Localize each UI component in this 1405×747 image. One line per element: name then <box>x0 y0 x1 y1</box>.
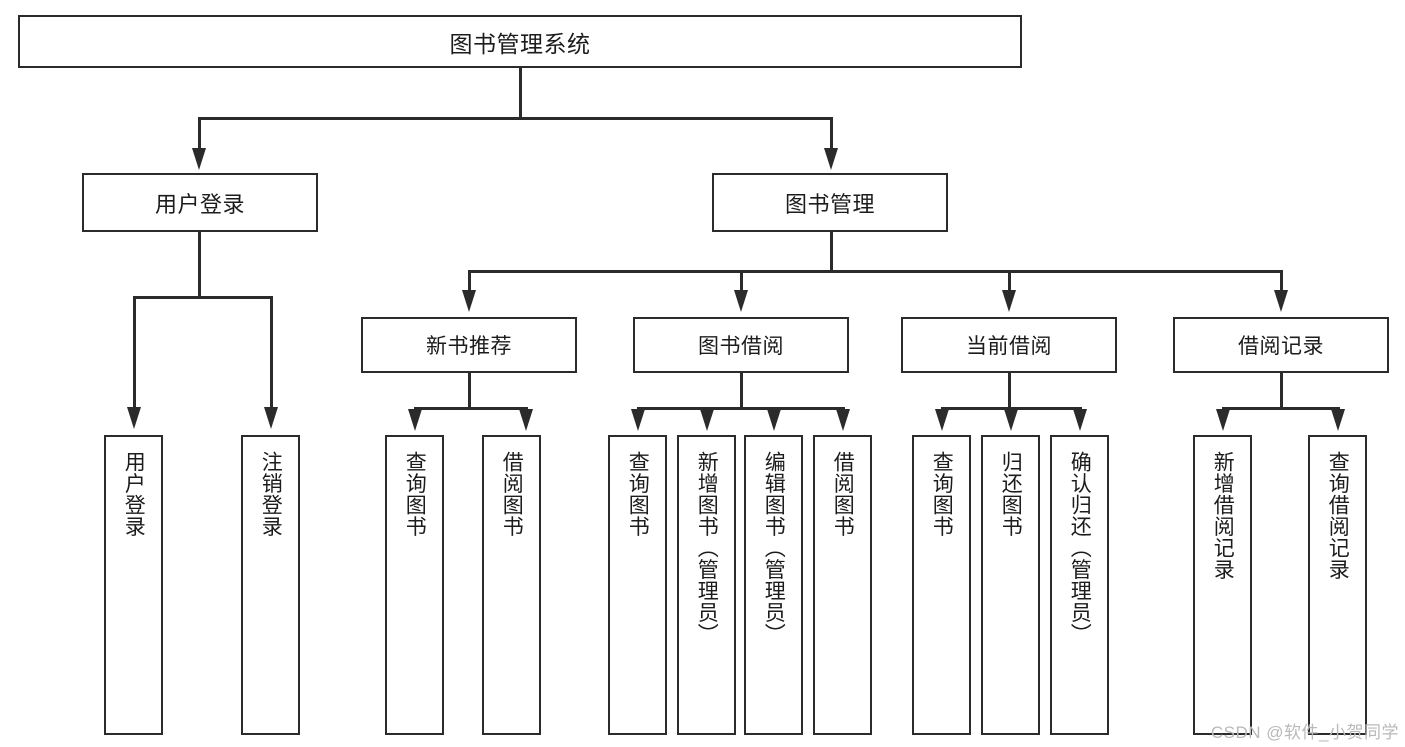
edge-new-book-bus <box>414 407 527 410</box>
arrow-book-borrow-to-leaf-4 <box>836 409 850 431</box>
arrow-book-borrow-to-leaf-3 <box>767 409 781 431</box>
arrow-book-mgmt-to-lvl2-3 <box>1002 290 1016 312</box>
node-current-borrow[interactable]: 当前借阅 <box>901 317 1117 373</box>
leaf-user-login[interactable]: 用户登录 <box>104 435 163 735</box>
arrow-new-book-to-leaf-2 <box>519 409 533 431</box>
edge-root-to-user-login <box>198 117 201 150</box>
arrow-user-login-to-leaf-1 <box>127 407 141 429</box>
leaf-return-book[interactable]: 归还图书 <box>981 435 1040 735</box>
edge-book-borrow-stem <box>740 373 743 409</box>
edge-current-borrow-stem <box>1008 373 1011 409</box>
edge-borrow-record-bus <box>1222 407 1339 410</box>
leaf-add-book-admin[interactable]: 新增图书（管理员） <box>677 435 736 735</box>
leaf-query-book-recommend[interactable]: 查询图书 <box>385 435 444 735</box>
arrow-current-borrow-to-leaf-2 <box>1004 409 1018 431</box>
arrow-borrow-record-to-leaf-2 <box>1331 409 1345 431</box>
leaf-logout-login[interactable]: 注销登录 <box>241 435 300 735</box>
leaf-query-borrow-record[interactable]: 查询借阅记录 <box>1308 435 1367 735</box>
edge-root-bus <box>198 117 832 120</box>
arrow-current-borrow-to-leaf-3 <box>1073 409 1087 431</box>
edge-root-stem <box>519 68 522 118</box>
arrow-new-book-to-leaf-1 <box>408 409 422 431</box>
csdn-watermark: CSDN @软件_小贺同学 <box>1210 723 1399 742</box>
arrow-book-borrow-to-leaf-1 <box>631 409 645 431</box>
arrow-current-borrow-to-leaf-1 <box>935 409 949 431</box>
arrow-root-to-user-login <box>192 148 206 170</box>
leaf-query-book-borrow[interactable]: 查询图书 <box>608 435 667 735</box>
edge-new-book-stem <box>468 373 471 409</box>
edge-book-borrow-bus <box>637 407 844 410</box>
leaf-confirm-return-admin[interactable]: 确认归还（管理员） <box>1050 435 1109 735</box>
edge-book-mgmt-to-lvl2-4 <box>1280 270 1283 292</box>
edge-user-login-to-leaf-2 <box>270 296 273 409</box>
edge-book-mgmt-stem <box>830 232 833 272</box>
edge-book-mgmt-to-lvl2-3 <box>1008 270 1011 292</box>
edge-user-login-to-leaf-1 <box>133 296 136 409</box>
edge-borrow-record-stem <box>1280 373 1283 409</box>
node-borrow-record[interactable]: 借阅记录 <box>1173 317 1389 373</box>
node-root-system[interactable]: 图书管理系统 <box>18 15 1022 68</box>
leaf-borrow-book-recommend[interactable]: 借阅图书 <box>482 435 541 735</box>
arrow-root-to-book-mgmt <box>824 148 838 170</box>
edge-book-mgmt-to-lvl2-2 <box>740 270 743 292</box>
leaf-borrow-book-borrow[interactable]: 借阅图书 <box>813 435 872 735</box>
arrow-book-mgmt-to-lvl2-4 <box>1274 290 1288 312</box>
edge-book-mgmt-to-lvl2-1 <box>468 270 471 292</box>
arrow-borrow-record-to-leaf-1 <box>1216 409 1230 431</box>
arrow-book-borrow-to-leaf-2 <box>700 409 714 431</box>
edge-book-mgmt-bus <box>468 270 1282 273</box>
edge-user-login-stem <box>198 232 201 298</box>
leaf-add-borrow-record[interactable]: 新增借阅记录 <box>1193 435 1252 735</box>
leaf-query-book-current[interactable]: 查询图书 <box>912 435 971 735</box>
node-book-management[interactable]: 图书管理 <box>712 173 948 232</box>
node-new-book-recommend[interactable]: 新书推荐 <box>361 317 577 373</box>
leaf-edit-book-admin[interactable]: 编辑图书（管理员） <box>744 435 803 735</box>
node-user-login[interactable]: 用户登录 <box>82 173 318 232</box>
arrow-user-login-to-leaf-2 <box>264 407 278 429</box>
edge-root-to-book-mgmt <box>830 117 833 150</box>
arrow-book-mgmt-to-lvl2-1 <box>462 290 476 312</box>
edge-user-login-bus <box>133 296 270 299</box>
node-book-borrow[interactable]: 图书借阅 <box>633 317 849 373</box>
arrow-book-mgmt-to-lvl2-2 <box>734 290 748 312</box>
